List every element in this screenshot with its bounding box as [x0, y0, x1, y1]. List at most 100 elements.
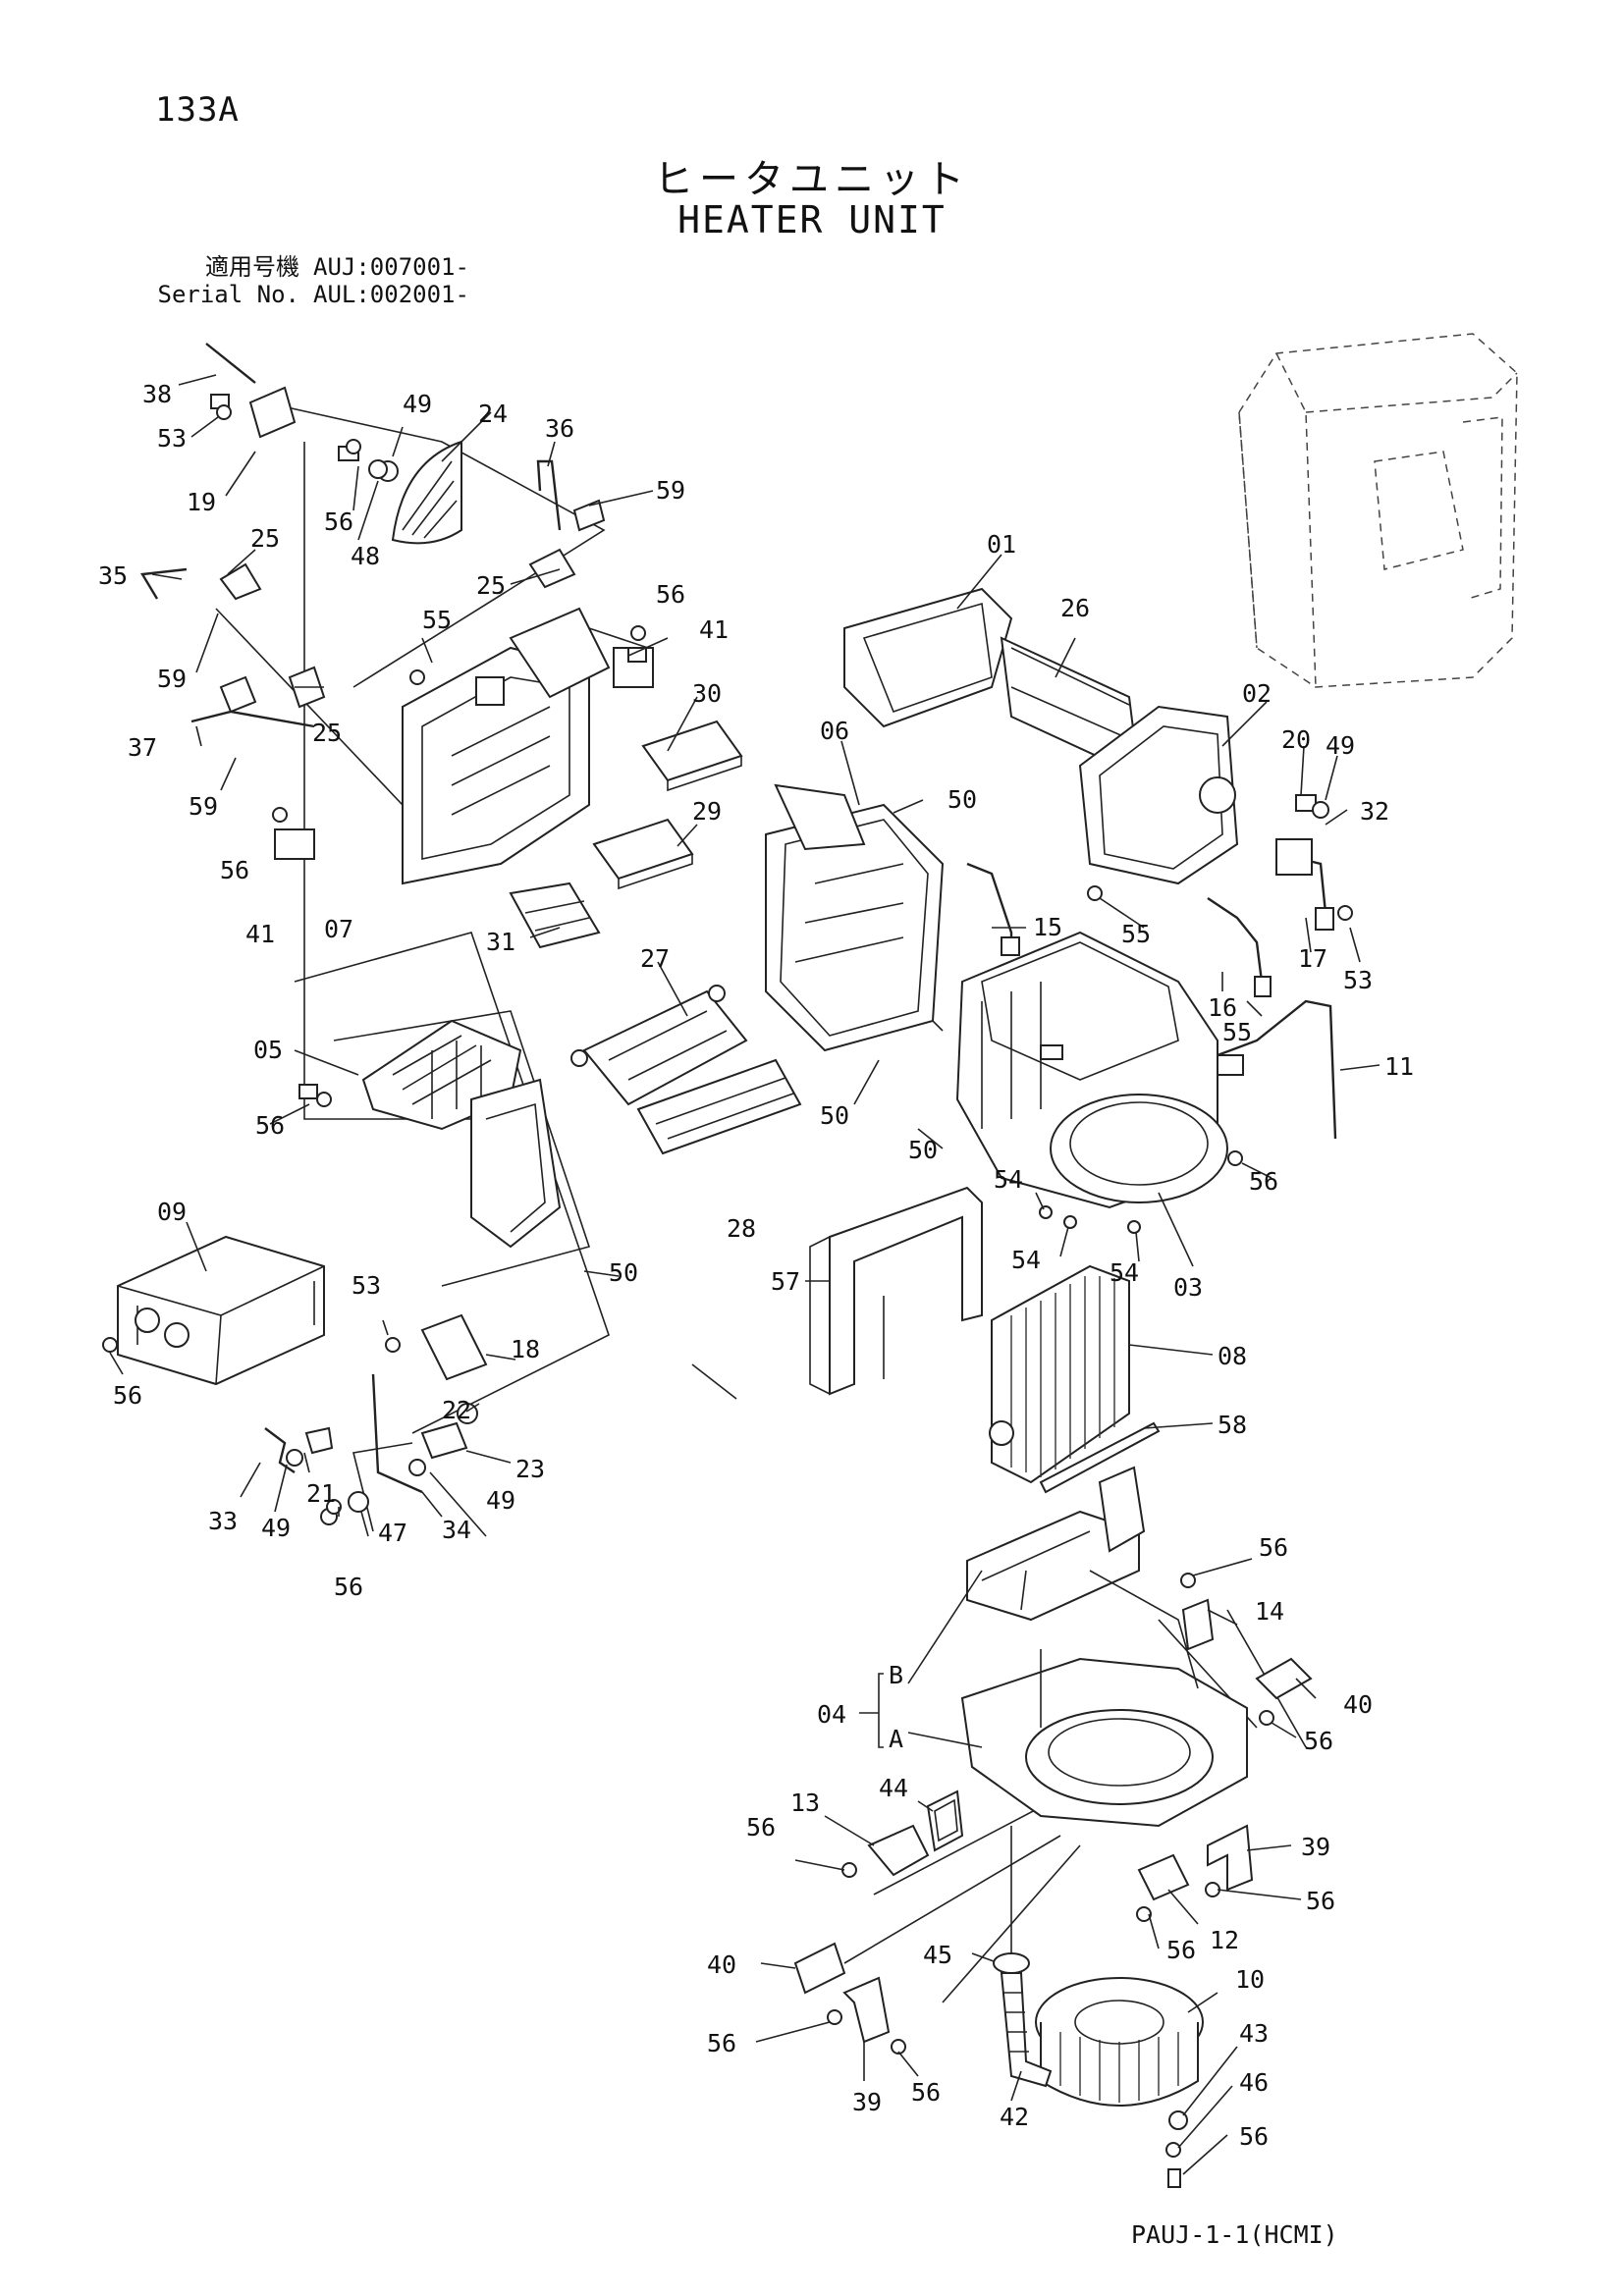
part-58-seal [1039, 1421, 1161, 1494]
callout-55: 55 [422, 606, 452, 634]
callout-50: 50 [820, 1101, 849, 1130]
callout-40: 40 [707, 1950, 736, 1979]
callout-56: 56 [1166, 1936, 1196, 1964]
callout-50: 50 [947, 785, 977, 814]
variant-brace [859, 1673, 884, 1748]
callout-54: 54 [994, 1165, 1023, 1194]
callout-01: 01 [987, 530, 1016, 559]
callout-56: 56 [746, 1813, 776, 1842]
part-39-bracket-lower [842, 1976, 891, 2044]
callout-49: 49 [261, 1514, 291, 1542]
callout-32: 32 [1360, 797, 1389, 826]
callout-17: 17 [1298, 944, 1327, 973]
callout-58: 58 [1218, 1411, 1247, 1439]
callout-54: 54 [1110, 1258, 1139, 1287]
callout-59: 59 [189, 792, 218, 821]
part-04-lower-case [960, 1466, 1248, 1828]
callout-08: 08 [1218, 1342, 1247, 1370]
serial-value-jp: AUJ:007001- [313, 253, 469, 281]
part-40-bracket-lower [793, 1942, 846, 1995]
callout-29: 29 [692, 797, 722, 826]
callout-19: 19 [187, 488, 216, 516]
serial-label-jp: 適用号機 [205, 253, 299, 281]
callout-49: 49 [1326, 731, 1355, 760]
callout-40: 40 [1343, 1690, 1373, 1719]
callout-25: 25 [312, 719, 342, 747]
part-43-46-hardware [1165, 2110, 1188, 2188]
callout-26: 26 [1060, 594, 1090, 622]
document-code: PAUJ-1-1(HCMI) [1131, 2220, 1338, 2249]
callout-50: 50 [609, 1258, 638, 1287]
callout-41: 41 [699, 615, 729, 644]
callout-06: 06 [820, 717, 849, 745]
part-28-heater-core [636, 1058, 802, 1155]
callout-labels: 38 53 19 49 24 56 48 36 59 25 35 25 59 5… [98, 380, 1414, 2151]
serial-label-en: Serial No. [157, 281, 300, 308]
callout-42: 42 [1000, 2103, 1029, 2131]
callout-04-variant-a: A [889, 1725, 903, 1753]
page-code: 133A [155, 90, 240, 130]
callout-14: 14 [1255, 1597, 1284, 1626]
part-40-bracket-upper [1255, 1657, 1313, 1700]
page-title-en: HEATER UNIT [677, 198, 947, 241]
part-45-foot [993, 1952, 1030, 1974]
part-57-bracket [809, 1186, 983, 1396]
callout-45: 45 [923, 1941, 952, 1969]
callout-49: 49 [403, 390, 432, 418]
callout-07: 07 [324, 915, 353, 943]
callout-15: 15 [1033, 913, 1062, 941]
callout-02: 02 [1242, 679, 1272, 708]
callout-43: 43 [1239, 2019, 1269, 2048]
part-03-blower-case [955, 931, 1228, 1209]
callout-59: 59 [656, 476, 685, 505]
part-31-damper [509, 881, 601, 949]
callout-18: 18 [511, 1335, 540, 1363]
callout-24: 24 [478, 400, 508, 428]
callout-37: 37 [128, 733, 157, 762]
part-02-case [1078, 705, 1239, 885]
callout-10: 10 [1235, 1965, 1265, 1994]
callout-56: 56 [334, 1573, 363, 1601]
part-10-blower-fan [1035, 1977, 1204, 2107]
page-title-jp: ヒータユニット [654, 157, 970, 202]
callout-39: 39 [852, 2088, 882, 2116]
callout-50: 50 [908, 1136, 938, 1164]
callout-28: 28 [727, 1214, 756, 1243]
callout-55: 55 [1121, 920, 1151, 948]
callout-57: 57 [771, 1267, 800, 1296]
callout-56: 56 [324, 507, 353, 536]
callout-35: 35 [98, 561, 128, 590]
callout-41: 41 [245, 920, 275, 948]
callout-33: 33 [208, 1507, 238, 1535]
callout-25: 25 [476, 571, 506, 600]
callout-56: 56 [1304, 1727, 1333, 1755]
callout-59: 59 [157, 665, 187, 693]
cab-sketch [1238, 333, 1518, 688]
callout-22: 22 [442, 1396, 471, 1424]
part-06-duct [765, 783, 945, 1052]
callout-56: 56 [1239, 2122, 1269, 2151]
callout-25: 25 [250, 524, 280, 553]
callout-12: 12 [1210, 1926, 1239, 1954]
callout-44: 44 [879, 1774, 908, 1802]
callout-36: 36 [545, 414, 574, 443]
callout-56: 56 [1249, 1167, 1278, 1196]
part-14-switch [1181, 1598, 1215, 1651]
part-09-heater-box [117, 1235, 325, 1386]
callout-38: 38 [142, 380, 172, 408]
part-44-gasket [926, 1789, 964, 1852]
callout-09: 09 [157, 1198, 187, 1226]
small-fittings [210, 386, 654, 1525]
link-rods [140, 343, 562, 1494]
callout-56: 56 [1259, 1533, 1288, 1562]
callout-31: 31 [486, 928, 515, 956]
part-05-heater-case [361, 1019, 562, 1249]
part-08-evaporator [989, 1264, 1130, 1484]
callout-56: 56 [220, 856, 249, 884]
part-29-damper [592, 818, 694, 890]
callout-56: 56 [255, 1111, 285, 1140]
part-42-hose [1000, 1972, 1053, 2088]
callout-56: 56 [656, 580, 685, 609]
